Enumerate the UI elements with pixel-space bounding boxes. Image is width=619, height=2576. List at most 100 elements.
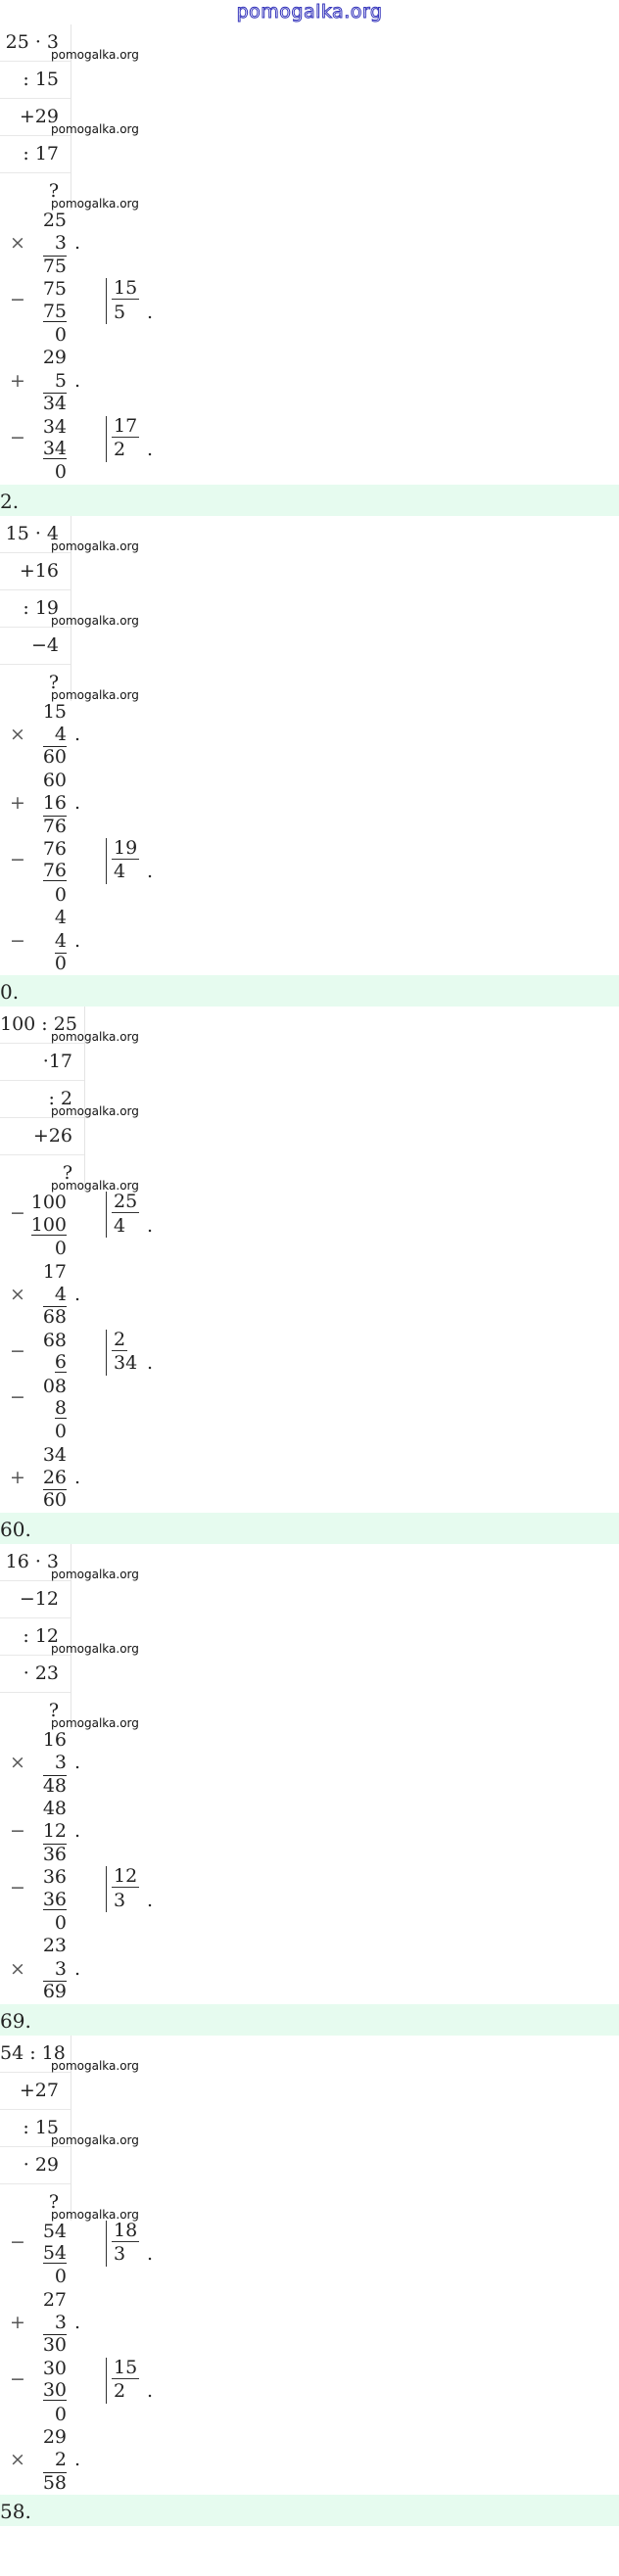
division-number: 75 <box>42 300 67 322</box>
end-dot: . <box>74 929 81 952</box>
operation-sign: + <box>10 792 25 815</box>
division-number: 36 <box>42 1888 67 1910</box>
calc-line: 3×. <box>0 1958 619 1981</box>
calc-line: 5+. <box>0 370 619 393</box>
site-logo[interactable]: pomogalka.org <box>236 1 383 23</box>
chain-cell: 54 : 18 <box>0 2036 71 2073</box>
calc-line: 26+. <box>0 1467 619 1489</box>
division-number: 0 <box>54 883 67 906</box>
operation-sign: − <box>10 849 25 871</box>
calc-number-result: 60 <box>42 746 67 769</box>
calc-line: 3+. <box>0 2312 619 2334</box>
calc-line: 25 <box>0 210 619 232</box>
calc-line: 58 <box>0 2471 619 2495</box>
calc-line: 27 <box>0 2289 619 2312</box>
division-line: 30−15 <box>0 2357 619 2404</box>
calc-number-result: 48 <box>42 1774 67 1797</box>
division-bar <box>106 1329 107 1376</box>
operation-sign: − <box>10 929 25 952</box>
operation-sign: + <box>10 1467 25 1489</box>
end-dot: . <box>74 1467 81 1489</box>
division-number: 0 <box>54 2266 67 2288</box>
chain-cell: 15 · 4 <box>0 516 71 553</box>
calc-line: 60 <box>0 746 619 769</box>
quotient: 4 <box>114 861 126 883</box>
division-line: 0 <box>0 1421 619 1443</box>
calc-line: 48 <box>0 1774 619 1798</box>
chain-cell: ? <box>48 671 59 693</box>
division-line: 75−15 <box>0 278 619 325</box>
calc-line: 23 <box>0 1935 619 1957</box>
calc-number-result: 36 <box>42 1843 67 1865</box>
divisor: 17 <box>112 414 140 438</box>
operation-chain-table: 25 · 3: 15+29: 17? <box>0 24 71 210</box>
division-number: 0 <box>54 2403 67 2425</box>
division-bar <box>106 838 107 885</box>
calc-line: 30 <box>0 2334 619 2357</box>
calc-number-top: 29 <box>42 2426 67 2449</box>
watermark: pomogalka.org <box>51 687 139 702</box>
operation-sign: − <box>10 426 25 448</box>
division-line: 0 <box>0 2404 619 2426</box>
calc-line: 16+. <box>0 792 619 815</box>
watermark: pomogalka.org <box>51 197 139 211</box>
operation-sign: − <box>10 1202 25 1225</box>
division-number: 0 <box>54 1911 67 1934</box>
division-line: 8 <box>0 1398 619 1421</box>
watermark: pomogalka.org <box>51 1641 139 1656</box>
watermark: pomogalka.org <box>51 122 139 136</box>
calc-line: 34 <box>0 393 619 415</box>
chain-cell: · 29 <box>0 2147 71 2184</box>
quotient: 2 <box>114 438 126 460</box>
division-number: 0 <box>54 323 67 346</box>
calc-line: 3×. <box>0 1752 619 1774</box>
chain-cell: ·17 <box>0 1044 84 1082</box>
calc-line: 17 <box>0 1261 619 1284</box>
chain-cell: −4 <box>0 628 71 665</box>
calc-number-bottom: 3 <box>54 2312 67 2334</box>
division-line: 0 <box>0 1238 619 1260</box>
calc-number-top: 27 <box>42 2288 67 2311</box>
end-dot: . <box>74 1283 81 1305</box>
operation-sign: + <box>10 2312 25 2334</box>
divisor: 2 <box>112 1328 128 1351</box>
division-number: 100 <box>30 1213 67 1236</box>
calc-number-top: 17 <box>42 1260 67 1283</box>
division-number: 30 <box>42 2357 67 2379</box>
watermark: pomogalka.org <box>51 1715 139 1730</box>
calc-number-bottom: 12 <box>42 1820 67 1843</box>
calc-line: 4×. <box>0 1284 619 1306</box>
calc-line: 29 <box>0 2426 619 2449</box>
division-line: 36−12 <box>0 1866 619 1913</box>
operation-sign: − <box>10 289 25 311</box>
watermark: pomogalka.org <box>51 613 139 628</box>
division-number: 75 <box>42 278 67 301</box>
calc-line: 60 <box>0 1489 619 1512</box>
calc-number-top: 4 <box>54 907 67 929</box>
calc-number-bottom: 16 <box>42 792 67 815</box>
calc-number-top: 34 <box>42 1443 67 1466</box>
division-number: 34 <box>42 437 67 459</box>
calc-line: 0 <box>0 952 619 975</box>
watermark: pomogalka.org <box>51 48 139 62</box>
chain-cell: : 15 <box>0 2110 71 2147</box>
chain-cell: +16 <box>0 553 71 590</box>
operation-chain-table: 16 · 3−12: 12· 23? <box>0 1543 71 1729</box>
division-bar <box>106 415 107 462</box>
division-line: 54−18 <box>0 2220 619 2267</box>
calc-number-top: 60 <box>42 769 67 791</box>
